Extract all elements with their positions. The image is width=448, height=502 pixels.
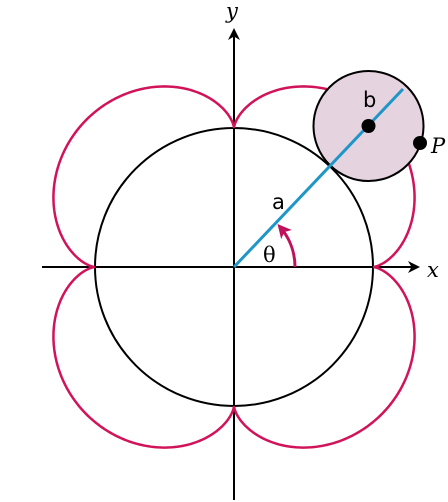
small-radius-label: b: [363, 88, 376, 112]
epicycloid-curve: [52, 85, 416, 449]
y-axis-label: y: [225, 0, 239, 23]
x-axis-label: x: [427, 258, 439, 282]
big-radius-label: a: [272, 190, 285, 214]
point-p-label: P: [430, 134, 446, 158]
angle-arrow: [277, 223, 297, 268]
angle-theta-label: θ: [263, 243, 276, 267]
point-p-dot: [413, 136, 427, 150]
rolling-circle-center-dot: [361, 119, 376, 133]
radius-line: [232, 87, 405, 269]
